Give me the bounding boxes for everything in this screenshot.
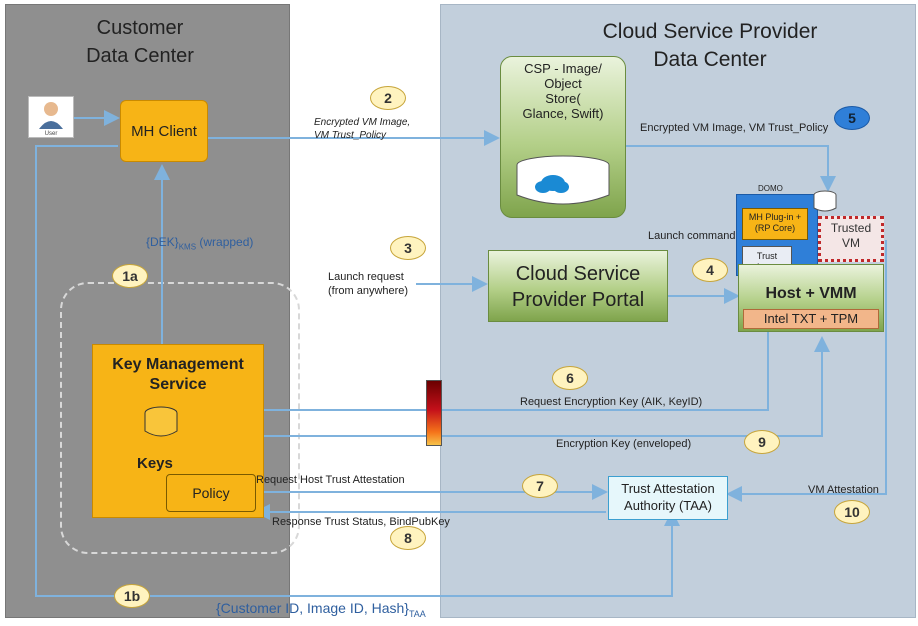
encrypted-image-label-1: Encrypted VM Image, VM Trust_Policy [314,117,411,141]
dek-wrapped-label: {DEK}KMS (wrapped) [146,235,254,252]
customer-id-hash-label: {Customer ID, Image ID, Hash}TAA [216,600,426,619]
mh-client-label: MH Client [131,123,197,140]
policy-label: Policy [192,485,230,501]
taa-box: Trust Attestation Authority (TAA) [608,476,728,520]
firewall-icon [426,380,442,446]
step-badge-5: 5 [834,106,870,130]
step-badge-1a: 1a [112,264,148,288]
mh-plugin-label: MH Plug-in + (RP Core) [748,212,802,233]
step-badge-10: 10 [834,500,870,524]
encryption-key-label: Encryption Key (enveloped) [556,438,692,450]
database-icon [813,190,837,212]
csp-store-box: CSP - Image/ Object Store( Glance, Swift… [500,56,626,218]
mh-client-box: MH Client [120,100,208,162]
kms-title: Key Management Service [112,356,244,393]
database-icon [144,406,178,437]
launch-request-label: Launch request (from anywhere) [328,271,409,297]
mh-plugin-box: MH Plug-in + (RP Core) [742,208,808,240]
step-badge-6: 6 [552,366,588,390]
step-badge-7: 7 [522,474,558,498]
user-icon: User [28,96,74,138]
trusted-vm-label: Trusted VM [830,221,872,250]
host-vmm-label: Host + VMM [765,285,857,302]
csp-portal-box: Cloud Service Provider Portal [488,250,668,322]
step-badge-2: 2 [370,86,406,110]
encrypted-image-label-2: Encrypted VM Image, VM Trust_Policy [640,122,829,134]
response-trust-label: Response Trust Status, BindPubKey [272,516,450,528]
step-badge-4: 4 [692,258,728,282]
step-badge-3: 3 [390,236,426,260]
csp-store-label: CSP - Image/ Object Store( Glance, Swift… [522,61,604,121]
customer-dc-title: Customer Data Center [86,17,194,67]
step-badge-8: 8 [390,526,426,550]
request-host-trust-label: Request Host Trust Attestation [256,474,405,486]
csp-portal-label: Cloud Service Provider Portal [511,263,645,311]
request-key-label: Request Encryption Key (AIK, KeyID) [520,396,703,408]
host-vmm-box: Host + VMM Intel TXT + TPM [738,264,884,332]
policy-box: Policy [166,474,256,512]
kms-dashed-group [60,282,300,554]
step-badge-9: 9 [744,430,780,454]
domo-label: DOMO [758,184,783,193]
trusted-vm-box: Trusted VM [818,216,884,262]
taa-label: Trust Attestation Authority (TAA) [621,481,715,513]
csp-dc-title: Cloud Service Provider Data Center [602,20,818,71]
vm-attestation-label: VM Attestation [808,484,879,496]
txt-tpm-label: Intel TXT + TPM [763,311,859,326]
launch-command-label: Launch command [648,230,736,242]
step-badge-1b: 1b [114,584,150,608]
keys-label: Keys [137,455,173,472]
cloud-icon [516,155,610,205]
user-caption: User [45,131,58,137]
txt-tpm-box: Intel TXT + TPM [743,309,879,329]
